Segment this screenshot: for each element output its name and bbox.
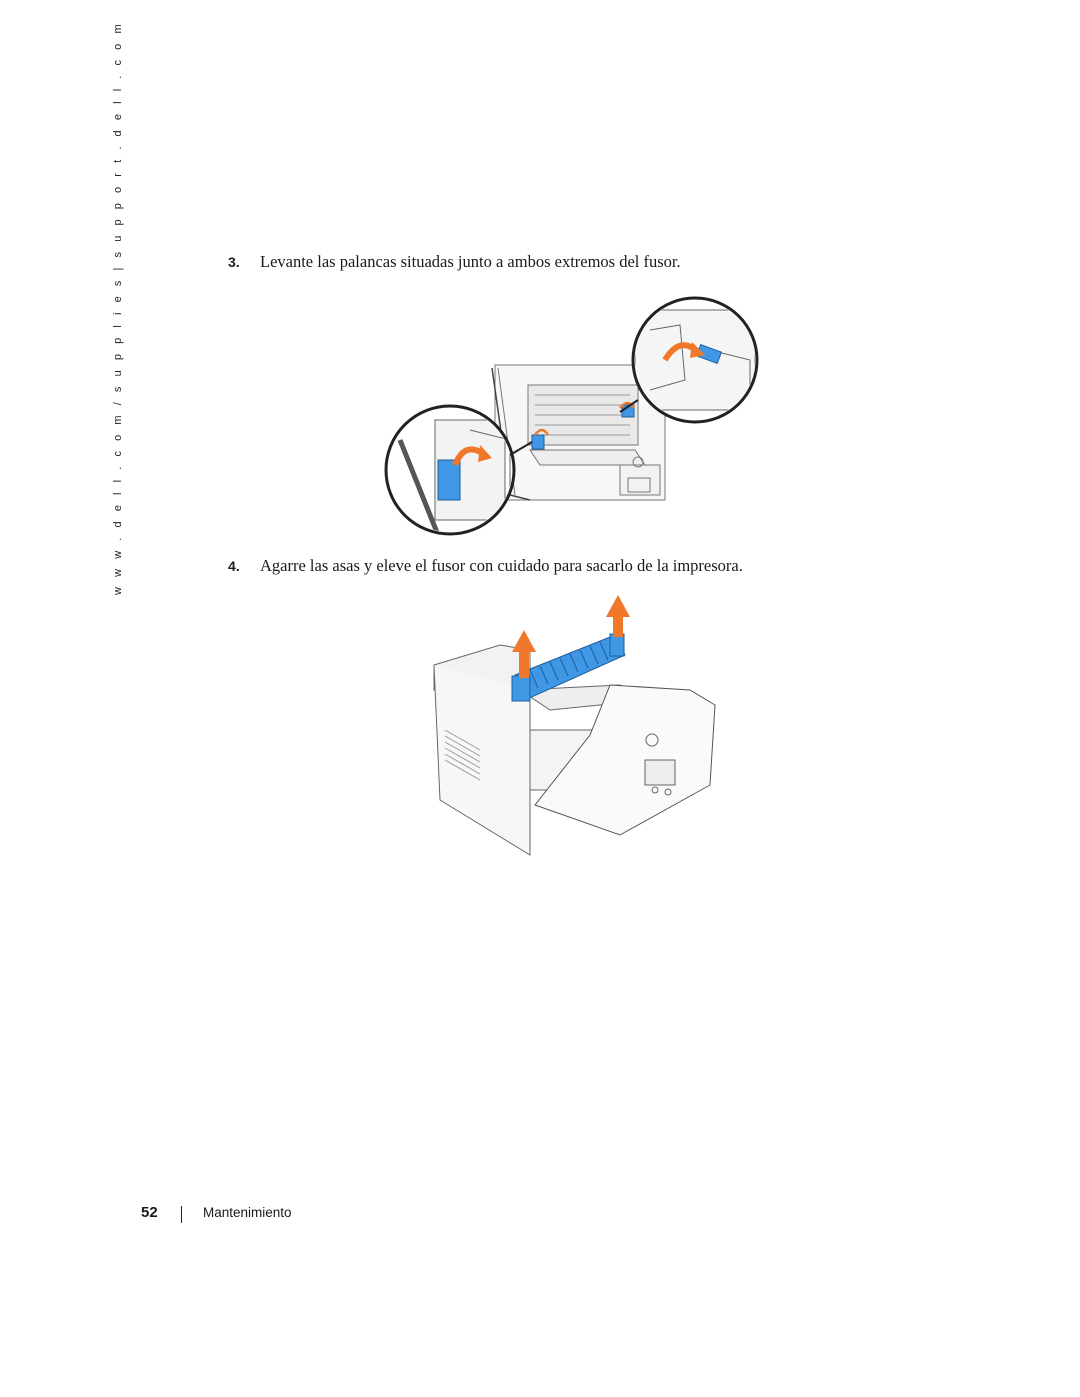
step-4-text: Agarre las asas y eleve el fusor con cui… (260, 556, 743, 575)
step-4-number: 4. (228, 558, 240, 574)
lift-arrow-right (606, 595, 630, 637)
sidebar-url-text: w w w . d e l l . c o m / s u p p l i e … (112, 20, 124, 595)
step-3-text: Levante las palancas situadas junto a am… (260, 252, 681, 271)
footer-section-title: Mantenimiento (203, 1205, 292, 1220)
footer-separator (181, 1206, 182, 1223)
step-4: 4. Agarre las asas y eleve el fusor con c… (228, 556, 743, 576)
printer-open-interior (491, 364, 666, 501)
sidebar-url: w w w . d e l l . c o m / s u p p l i e … (88, 21, 128, 595)
left-lever-inset (384, 404, 533, 536)
fuser-removal-illustration (420, 590, 730, 860)
step-3: 3. Levante las palancas situadas junto a … (228, 252, 681, 272)
fuser-removal-image (433, 595, 716, 856)
fuser-unit (511, 633, 626, 702)
fuser-levers-image (384, 296, 759, 536)
step-3-number: 3. (228, 254, 240, 270)
lift-arrow-left (512, 630, 536, 678)
printer-front-door (534, 684, 716, 836)
page-number: 52 (141, 1204, 158, 1221)
fuser-levers-illustration (380, 290, 760, 540)
right-lever-inset (619, 296, 759, 424)
